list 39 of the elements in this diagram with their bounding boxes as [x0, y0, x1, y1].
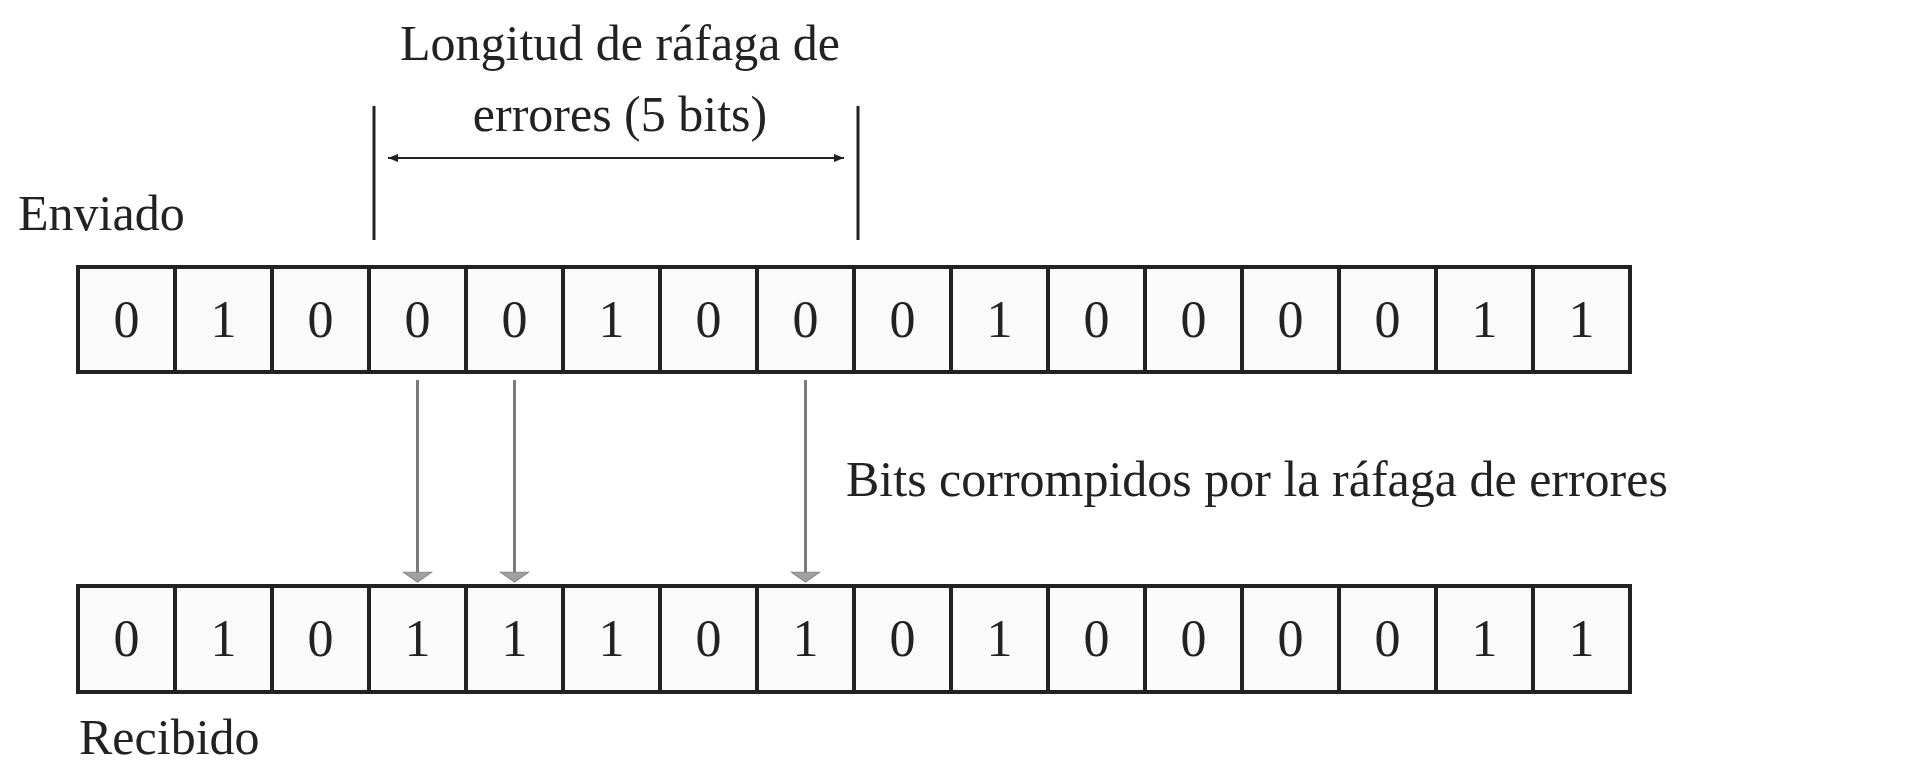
bit-value: 0 — [404, 293, 431, 346]
bit-value: 0 — [1083, 613, 1110, 665]
bit-value: 0 — [1277, 293, 1304, 346]
bit-value: 0 — [695, 293, 722, 346]
dimension-label: Longitud de ráfaga de errores (5 bits) — [398, 14, 842, 144]
bit-value: 1 — [1568, 613, 1595, 665]
row-label: Recibido — [79, 708, 260, 763]
bit-value: 1 — [210, 293, 237, 346]
bit-value: 1 — [792, 613, 819, 665]
bit-value: 1 — [501, 613, 528, 665]
bit-value: 0 — [501, 293, 528, 346]
row-label: Enviado — [18, 184, 185, 243]
bit-value: 0 — [695, 613, 722, 665]
bit-value: 0 — [792, 293, 819, 346]
annotation-text: Bits corrompidos por la ráfaga de errores — [846, 450, 1668, 509]
bit-value: 0 — [113, 613, 140, 665]
arrow — [500, 380, 530, 583]
bit-value: 1 — [1471, 293, 1498, 346]
bit-value: 0 — [1180, 293, 1207, 346]
bit-value: 0 — [1277, 613, 1304, 665]
bit-value: 1 — [598, 293, 625, 346]
bit-value: 1 — [986, 293, 1013, 346]
bit-value: 1 — [210, 613, 237, 665]
bit-value: 0 — [1083, 293, 1110, 346]
bit-value: 1 — [986, 613, 1013, 665]
bit-value: 0 — [113, 293, 140, 346]
bit-value: 1 — [598, 613, 625, 665]
arrow — [403, 380, 433, 583]
bit-value: 1 — [1568, 293, 1595, 346]
bit-value: 0 — [1374, 613, 1401, 665]
bit-value: 0 — [307, 293, 334, 346]
bit-value: 1 — [1471, 613, 1498, 665]
bit-value: 1 — [404, 613, 431, 665]
bit-value: 0 — [1180, 613, 1207, 665]
arrow — [791, 380, 821, 583]
bit-value: 0 — [307, 613, 334, 665]
bit-value: 0 — [889, 293, 916, 346]
bit-value: 0 — [1374, 293, 1401, 346]
bit-value: 0 — [889, 613, 916, 665]
